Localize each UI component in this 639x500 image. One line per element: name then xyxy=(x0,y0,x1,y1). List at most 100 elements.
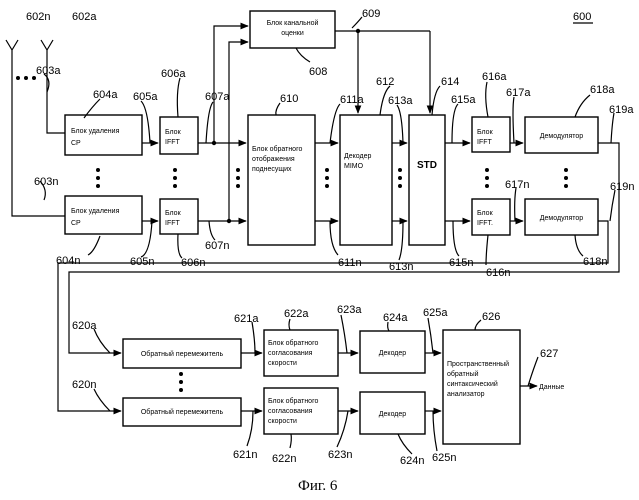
deint-a-label: Обратный перемежитель xyxy=(141,350,224,358)
ifft2-block-n xyxy=(472,199,510,235)
line-to-channel-est-n xyxy=(229,42,248,221)
analyzer-label-4: анализатор xyxy=(447,391,485,398)
rate-n-label-3: скорости xyxy=(268,418,297,425)
channel-est-label-2: оценки xyxy=(281,30,304,37)
ifft2-n-label-2: IFFT. xyxy=(477,220,493,227)
ref-605a: 605a xyxy=(133,91,158,103)
ref-621n: 621n xyxy=(233,449,257,461)
figure-caption: Фиг. 6 xyxy=(298,478,338,494)
deint-n-label: Обратный перемежитель xyxy=(141,408,224,416)
ref-622n: 622n xyxy=(272,453,296,465)
ref-613a: 613a xyxy=(388,95,413,107)
demod-n-label: Демодулятор xyxy=(540,215,584,222)
ref-610: 610 xyxy=(280,93,298,105)
std-label: STD xyxy=(417,160,437,171)
ref-605n: 605n xyxy=(130,256,154,268)
subcarrier-demapper-block xyxy=(248,115,315,245)
row1-dots xyxy=(96,168,568,188)
ref-624a: 624a xyxy=(383,312,408,324)
ref-619n: 619n xyxy=(610,181,634,193)
ifft-n-label-1: Блок xyxy=(165,210,182,217)
rate-a-label-1: Блок обратного xyxy=(268,339,318,347)
ref-604n: 604n xyxy=(56,255,80,267)
ref-603n: 603n xyxy=(34,176,58,188)
rate-a-label-2: согласования xyxy=(268,350,313,357)
std-block xyxy=(409,115,445,245)
ref-619a: 619a xyxy=(609,104,634,116)
antenna-a-icon xyxy=(41,40,65,133)
mimo-label-2: MIMO xyxy=(344,163,364,170)
line-to-channel-est-a xyxy=(214,26,248,143)
mimo-decoder-block xyxy=(340,115,392,245)
ref-626: 626 xyxy=(482,311,500,323)
ref-611n: 611n xyxy=(338,257,362,269)
analyzer-label-1: Пространственный xyxy=(447,360,509,368)
ref-612: 612 xyxy=(376,76,394,88)
antenna-dots xyxy=(16,76,36,80)
analyzer-label-3: синтаксический xyxy=(447,380,498,388)
ref-607a: 607a xyxy=(205,91,230,103)
demap-label-2: отображения xyxy=(252,155,295,163)
dec-n-label: Декодер xyxy=(379,411,406,418)
cp-removal-block-a xyxy=(65,115,142,155)
ref-624n: 624n xyxy=(400,455,424,467)
ref-615a: 615a xyxy=(451,94,476,106)
ref-607n: 607n xyxy=(205,240,229,252)
ref-627: 627 xyxy=(540,348,558,360)
figure-number: 600 xyxy=(573,11,591,23)
ref-616n: 616n xyxy=(486,267,510,279)
cp-removal-block-n xyxy=(65,196,142,234)
ifft2-a-label-1: Блок xyxy=(477,129,494,136)
dec-a-label: Декодер xyxy=(379,350,406,357)
ref-611a: 611a xyxy=(340,94,365,106)
ifft-a-label-1: Блок xyxy=(165,129,182,136)
ref-616a: 616a xyxy=(482,71,507,83)
ref-613n: 613n xyxy=(389,261,413,273)
ref-622a: 622a xyxy=(284,308,309,320)
ref-602a: 602a xyxy=(72,11,97,23)
demap-label-3: поднесущих xyxy=(252,166,292,173)
output-label: Данные xyxy=(539,384,564,391)
ref-618n: 618n xyxy=(583,256,607,268)
ref-618a: 618a xyxy=(590,84,615,96)
mimo-label-1: Декодер xyxy=(344,153,371,160)
channel-est-label-1: Блок канальной xyxy=(267,19,319,27)
antenna-n-icon xyxy=(6,40,18,80)
cp-a-label-1: Блок удаления xyxy=(71,128,120,135)
line-619n xyxy=(58,221,608,411)
ref-606n: 606n xyxy=(181,257,205,269)
ref-623n: 623n xyxy=(328,449,352,461)
cp-n-label-2: CP xyxy=(71,220,81,227)
rate-a-label-3: скорости xyxy=(268,360,297,367)
ref-602n: 602n xyxy=(26,11,50,23)
ifft-a-label-2: IFFT xyxy=(165,139,180,146)
ref-603a: 603a xyxy=(36,65,61,77)
rate-n-label-2: согласования xyxy=(268,408,313,415)
ref-609: 609 xyxy=(362,8,380,20)
ifft2-a-label-2: IFFT xyxy=(477,139,492,146)
ref-625n: 625n xyxy=(432,452,456,464)
ref-604a: 604a xyxy=(93,89,118,101)
demap-label-1: Блок обратного xyxy=(252,145,302,153)
ref-625a: 625a xyxy=(423,307,448,319)
ref-617a: 617a xyxy=(506,87,531,99)
ref-615n: 615n xyxy=(449,257,473,269)
ref-623a: 623a xyxy=(337,304,362,316)
ref-620a: 620a xyxy=(72,320,97,332)
ref-608: 608 xyxy=(309,66,327,78)
row2-dots xyxy=(179,372,183,392)
cp-a-label-2: CP xyxy=(71,140,81,147)
cp-n-label-1: Блок удаления xyxy=(71,208,120,215)
rate-n-label-1: Блок обратного xyxy=(268,397,318,405)
line-603n xyxy=(12,80,65,216)
ref-620n: 620n xyxy=(72,379,96,391)
ifft2-n-label-1: Блок xyxy=(477,210,494,217)
ref-621a: 621a xyxy=(234,313,259,325)
ifft-n-label-2: IFFT xyxy=(165,220,180,227)
ref-617n: 617n xyxy=(505,179,529,191)
demod-a-label: Демодулятор xyxy=(540,133,584,140)
ref-606a: 606a xyxy=(161,68,186,80)
ref-614: 614 xyxy=(441,76,459,88)
